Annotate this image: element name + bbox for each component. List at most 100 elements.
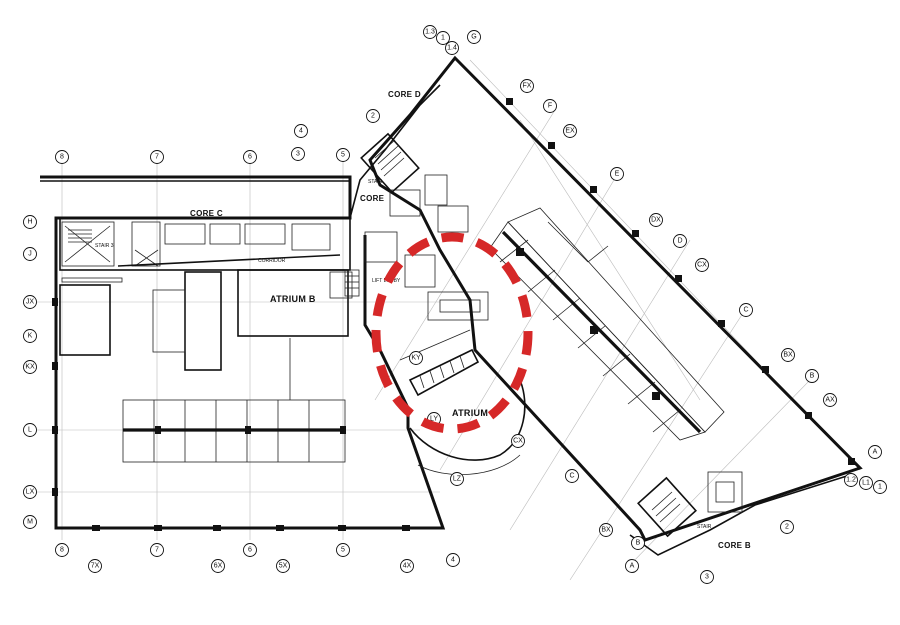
grid-bubble: K — [23, 329, 37, 343]
svg-text:CX: CX — [697, 262, 707, 269]
grid-bubble: 5 — [336, 148, 350, 162]
svg-text:KY: KY — [411, 355, 421, 362]
svg-text:LY: LY — [430, 416, 438, 423]
label-stair-b: STAIR — [697, 524, 712, 530]
grid-bubble: 6 — [243, 543, 257, 557]
svg-text:7X: 7X — [91, 563, 100, 570]
svg-text:A: A — [630, 563, 635, 570]
svg-text:H: H — [27, 219, 32, 226]
svg-text:8: 8 — [60, 547, 64, 554]
svg-text:7: 7 — [155, 547, 159, 554]
svg-text:7: 7 — [155, 154, 159, 161]
grid-bubbles-right-diagonal: FX F EX E DX D CX C BX B AX A 1.2 L1 1 — [520, 79, 887, 494]
grid-bubble: 8 — [55, 543, 69, 557]
svg-text:5X: 5X — [279, 563, 288, 570]
label-core-b: CORE B — [718, 541, 751, 550]
grid-bubble: 7 — [150, 543, 164, 557]
svg-text:C: C — [569, 473, 574, 480]
grid-bubble: 7X — [88, 559, 102, 573]
grid-bubble: F — [543, 99, 557, 113]
grid-bubble: 1.3 — [423, 25, 437, 39]
svg-text:1.3: 1.3 — [425, 29, 435, 36]
svg-text:B: B — [636, 540, 641, 547]
svg-text:4X: 4X — [403, 563, 412, 570]
svg-text:3: 3 — [705, 574, 709, 581]
grid-bubble: FX — [520, 79, 534, 93]
svg-text:6: 6 — [248, 154, 252, 161]
grid-bubble: AX — [823, 393, 837, 407]
svg-text:C: C — [743, 307, 748, 314]
grid-bubble: L — [23, 423, 37, 437]
grid-bubble: 1.2 — [844, 473, 858, 487]
grid-bubble: EX — [563, 124, 577, 138]
label-atrium-b: ATRIUM B — [270, 294, 316, 304]
svg-text:JX: JX — [26, 299, 35, 306]
label-stair-mid: STAIR — [368, 179, 383, 185]
grid-bubble: 1 — [436, 31, 450, 45]
svg-text:AX: AX — [825, 397, 835, 404]
svg-text:2: 2 — [785, 524, 789, 531]
grid-bubble: 7 — [150, 150, 164, 164]
grid-bubbles-top-right: 1.3 1 1.4 G 2 — [366, 25, 481, 123]
grid-bubble: B — [805, 369, 819, 383]
label-lift-lobby: LIFT LOBBY — [372, 278, 401, 284]
grid-bubble: LX — [23, 485, 37, 499]
svg-text:6X: 6X — [214, 563, 223, 570]
svg-text:2: 2 — [371, 113, 375, 120]
grid-bubble: M — [23, 515, 37, 529]
grid-bubble: 1 — [873, 480, 887, 494]
svg-text:DX: DX — [651, 217, 661, 224]
svg-text:D: D — [677, 238, 682, 245]
svg-text:G: G — [471, 34, 476, 41]
svg-text:M: M — [27, 519, 33, 526]
svg-text:BX: BX — [601, 527, 611, 534]
grid-bubble: 5X — [276, 559, 290, 573]
svg-text:1: 1 — [441, 35, 445, 42]
svg-text:B: B — [810, 373, 815, 380]
grid-bubble: B — [631, 536, 645, 550]
room-labels: CORE C CORE D CORE B CORE ATRIUM B ATRIU… — [95, 90, 751, 550]
svg-text:FX: FX — [523, 83, 532, 90]
grid-bubble: E — [610, 167, 624, 181]
svg-text:LZ: LZ — [453, 476, 462, 483]
grid-bubble: BX — [599, 523, 613, 537]
label-corridor: CORRIDOR — [258, 258, 286, 264]
svg-text:KX: KX — [25, 364, 35, 371]
grid-bubbles-bottom-left: 8 7X 7 6X 6 5X 5 4X 4 — [55, 543, 460, 573]
svg-text:F: F — [548, 103, 552, 110]
label-core-mid: CORE — [360, 194, 385, 203]
grid-bubble: A — [625, 559, 639, 573]
grid-bubble: 4 — [446, 553, 460, 567]
svg-text:5: 5 — [341, 547, 345, 554]
grid-bubble: LZ — [450, 472, 464, 486]
core-b-stair — [651, 491, 681, 523]
grid-bubble: H — [23, 215, 37, 229]
svg-text:EX: EX — [565, 128, 575, 135]
grid-bubbles-top-left: 8 7 6 5 4 3 — [55, 124, 350, 164]
grid-bubble: D — [673, 234, 687, 248]
svg-text:E: E — [615, 171, 620, 178]
grid-bubble: 6X — [211, 559, 225, 573]
grid-bubble: 2 — [780, 520, 794, 534]
grid-bubble: 3 — [291, 147, 305, 161]
grid-bubble: DX — [649, 213, 663, 227]
right-wing — [360, 55, 863, 556]
svg-text:BX: BX — [783, 352, 793, 359]
grid-bubbles-bottom-right: BX B A 3 2 — [599, 520, 794, 584]
svg-text:6: 6 — [248, 547, 252, 554]
grid-bubble: 6 — [243, 150, 257, 164]
grid-bubble: G — [467, 30, 481, 44]
grid-bubble: 4 — [294, 124, 308, 138]
grid-bubble: 2 — [366, 109, 380, 123]
svg-text:1.4: 1.4 — [447, 45, 457, 52]
grid-bubble: J — [23, 247, 37, 261]
svg-text:1.2: 1.2 — [846, 477, 856, 484]
grid-bubble: KX — [23, 360, 37, 374]
grid-bubble: KY — [409, 351, 423, 365]
grid-bubble: CX — [695, 258, 709, 272]
grid-bubble: C — [565, 469, 579, 483]
svg-text:8: 8 — [60, 154, 64, 161]
grid-bubble: 3 — [700, 570, 714, 584]
left-office-bays — [122, 399, 346, 463]
grid-bubble: 8 — [55, 150, 69, 164]
